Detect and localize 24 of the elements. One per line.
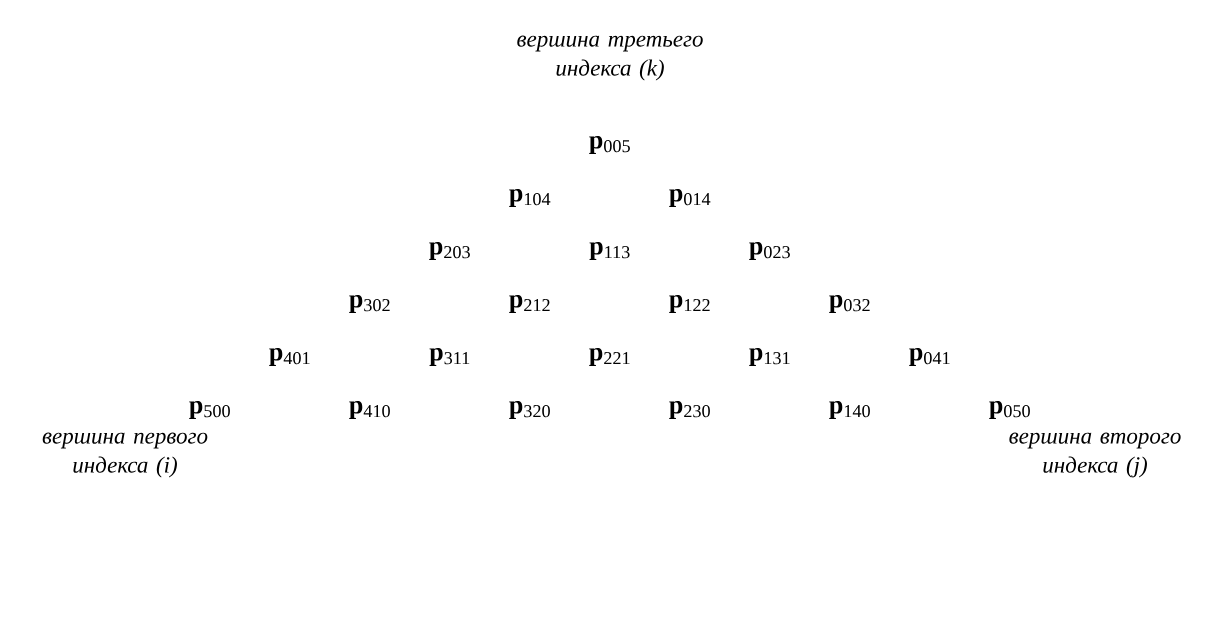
control-point-label: p$_{023}$ [749,242,790,260]
control-point-label: p$_{500}$ [189,401,230,419]
control-point-label: p$_{041}$ [909,348,950,366]
vertex-caption: вершина второго индекса (j) [1009,432,1181,478]
control-point-label: p$_{302}$ [349,295,390,313]
control-point-label: p$_{131}$ [749,348,790,366]
control-point-label: p$_{230}$ [669,401,710,419]
control-point-label: p$_{311}$ [429,348,470,366]
control-point-label: p$_{104}$ [509,189,551,207]
vertex-caption: вершина третьего индекса (k) [517,35,703,81]
control-point-label: p$_{221}$ [589,348,630,366]
control-point-label: p$_{212}$ [509,295,550,313]
control-point-label: p$_{320}$ [509,401,550,419]
control-point-label: p$_{050}$ [989,401,1030,419]
control-point-label: p$_{032}$ [829,295,870,313]
control-point-label: p$_{122}$ [669,295,710,313]
control-point-label: p$_{005}$ [589,136,630,154]
vertex-caption: вершина первого индекса (i) [42,432,208,478]
control-point-label: p$_{113}$ [589,242,630,260]
control-point-label: p$_{410}$ [349,401,390,419]
control-point-label: p$_{140}$ [829,401,870,419]
control-point-label: p$_{014}$ [669,189,711,207]
control-point-label: p$_{203}$ [429,242,470,260]
control-point-label: p$_{401}$ [269,348,310,366]
